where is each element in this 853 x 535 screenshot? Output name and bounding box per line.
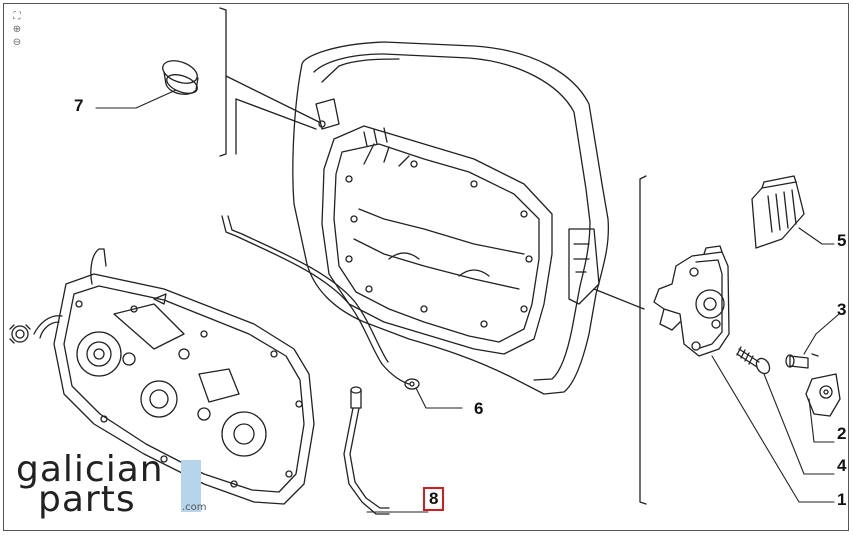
plug-part-7-drawing (162, 60, 199, 95)
callout-part-4[interactable]: 4 (837, 456, 847, 475)
leader-lines (95, 89, 840, 513)
callout-part-7[interactable]: 7 (74, 96, 84, 115)
lock-part-1-drawing (653, 245, 730, 357)
fit-to-screen-icon[interactable]: ⛶ (13, 11, 21, 22)
callout-part-5[interactable]: 5 (837, 231, 847, 250)
logo-suffix: .com (182, 502, 207, 513)
logo-accent-bar (181, 460, 201, 512)
guide-part-5-drawing (751, 175, 805, 249)
diagram-frame: ⛶ ⊕ ⊖ 7 6 8 5 3 2 4 1 galician parts .co… (3, 3, 849, 531)
screw-part-3-drawing (785, 353, 819, 369)
callout-part-3[interactable]: 3 (837, 300, 847, 319)
callout-part-2[interactable]: 2 (837, 424, 847, 443)
galicianparts-logo: galician parts .com (16, 452, 226, 522)
door-frame-drawing (292, 41, 610, 395)
callout-part-1[interactable]: 1 (837, 490, 847, 509)
zoom-toolbar: ⛶ ⊕ ⊖ (10, 10, 26, 49)
callout-part-8-highlighted[interactable]: 8 (423, 487, 445, 511)
zoom-in-icon[interactable]: ⊕ (12, 24, 22, 35)
logo-word-galician: galician (16, 449, 164, 490)
logo-word-parts: parts (38, 479, 136, 520)
rod-part-6-drawing (221, 215, 420, 390)
bracket-lines (219, 7, 647, 505)
striker-part-2-drawing (805, 373, 841, 417)
zoom-out-icon[interactable]: ⊖ (12, 37, 22, 48)
bolt-part-4-drawing (736, 346, 771, 375)
exploded-parts-diagram (9, 7, 841, 515)
callout-part-6[interactable]: 6 (474, 399, 484, 418)
window-regulator-drawing (9, 248, 315, 505)
rod-part-8-drawing (343, 386, 390, 515)
